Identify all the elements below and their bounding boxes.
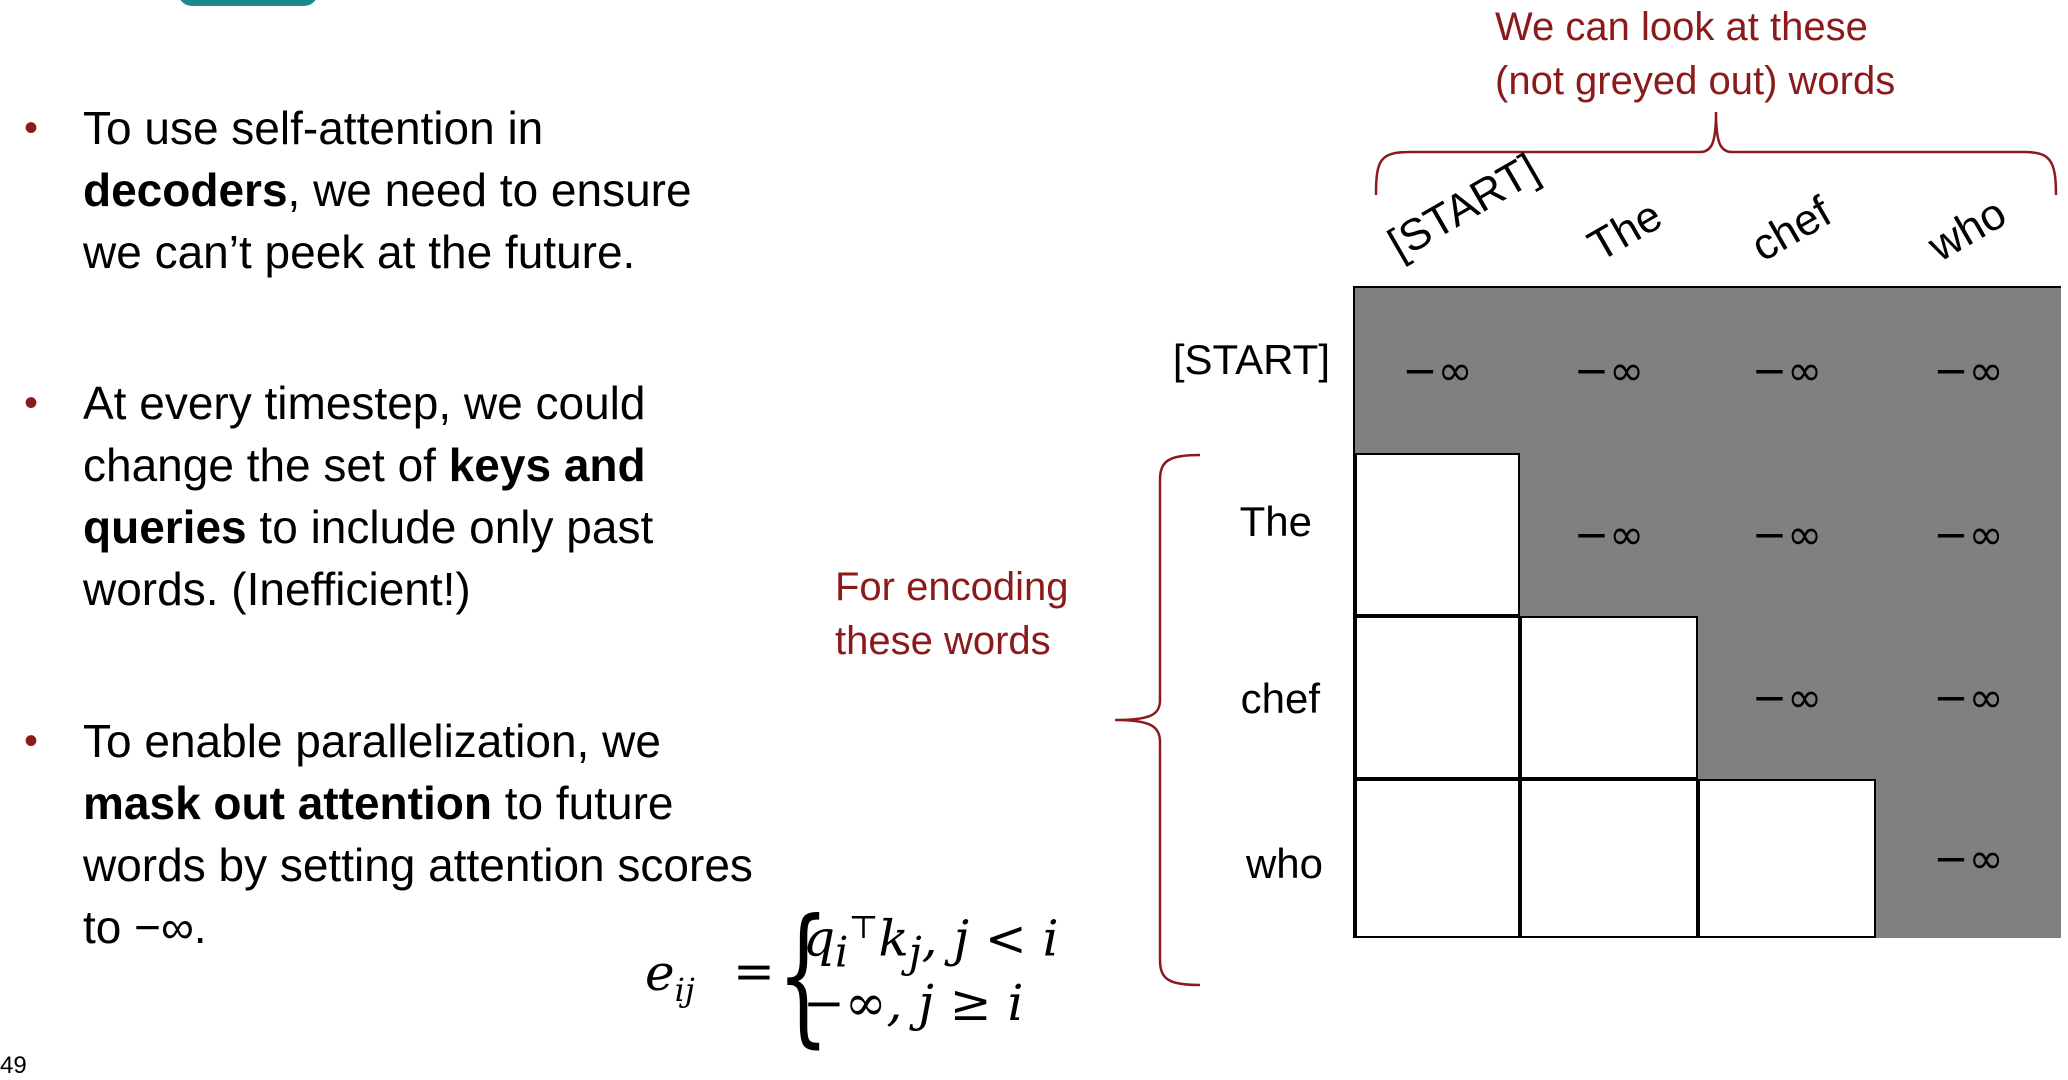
attention-mask-grid: −∞ −∞ −∞ −∞ −∞ −∞ −∞ −∞ −∞ −∞: [1353, 286, 2061, 938]
visible-cell: [1355, 616, 1520, 779]
left-brace: [1114, 453, 1201, 987]
annotation-line: For encoding: [835, 565, 1069, 609]
annotation-line: these words: [835, 619, 1051, 663]
mask-cell: −∞: [1876, 616, 2061, 779]
row-label-the: The: [1239, 498, 1312, 545]
formula-equals: =: [733, 942, 775, 1000]
mask-cell: −∞: [1520, 453, 1698, 616]
mask-formula: eij = { qi⊤kj, j < i −∞, j ≥ i: [645, 880, 1059, 1070]
bullet-text: At every timestep, we could change the s…: [83, 377, 654, 615]
bullet-dot: •: [24, 106, 39, 150]
visible-cell: [1520, 616, 1698, 779]
visible-cell: [1355, 779, 1520, 938]
annotation-look-words: We can look at these (not greyed out) wo…: [1495, 0, 1895, 108]
mask-cell: −∞: [1698, 453, 1876, 616]
annotation-line: We can look at these: [1495, 5, 1868, 49]
formula-brace: {: [777, 888, 830, 1062]
bullet-parallelization: • To enable parallelization, we mask out…: [24, 710, 754, 958]
bullet-dot: •: [24, 381, 39, 425]
bullet-timestep: • At every timestep, we could change the…: [24, 372, 754, 620]
formula-case-1: qi⊤kj, j < i: [803, 908, 1059, 977]
bullet-text: To use self-attention in decoders, we ne…: [83, 102, 692, 278]
mask-cell: −∞: [1355, 288, 1520, 453]
visible-cell: [1520, 779, 1698, 938]
visible-cell: [1698, 779, 1876, 938]
mask-cell: −∞: [1520, 288, 1698, 453]
bullet-decoders: • To use self-attention in decoders, we …: [24, 97, 754, 283]
visible-cell: [1355, 453, 1520, 616]
row-label-start: [START]: [1172, 336, 1330, 383]
bullet-text: To enable parallelization, we mask out a…: [83, 715, 753, 953]
mask-cell: −∞: [1698, 616, 1876, 779]
annotation-line: (not greyed out) words: [1495, 59, 1896, 103]
mask-cell: −∞: [1876, 453, 2061, 616]
mask-cell: −∞: [1698, 288, 1876, 453]
annotation-encoding-words: For encoding these words: [835, 560, 1068, 668]
title-fragment: [178, 0, 318, 6]
row-label-who: who: [1245, 840, 1323, 887]
mask-cell: −∞: [1876, 288, 2061, 453]
row-label-chef: chef: [1240, 675, 1320, 722]
mask-cell: −∞: [1876, 779, 2061, 938]
top-brace: [1374, 111, 2058, 196]
formula-case-2: −∞, j ≥ i: [803, 974, 1024, 1032]
bullet-dot: •: [24, 719, 39, 763]
formula-lhs: eij: [645, 944, 695, 1009]
